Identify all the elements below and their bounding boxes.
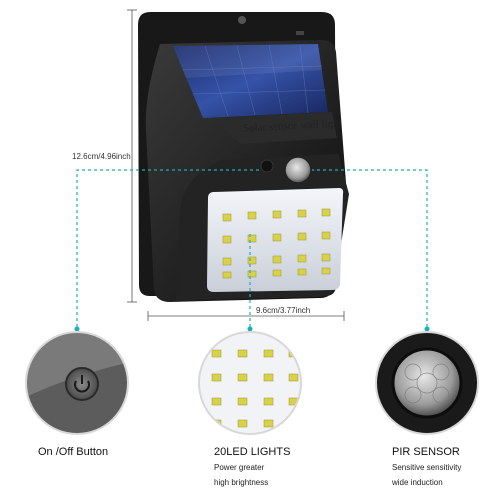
feature-line: high brightness [214, 478, 269, 487]
height-dimension-line [127, 9, 137, 303]
mount-hole [238, 16, 246, 24]
feature-button: On /Off Button [38, 446, 148, 458]
feature-pir: PIR SENSOR Sensitive sensitivity wide in… [392, 446, 500, 490]
pir-sensor-small [284, 156, 312, 184]
feature-line: wide induction [392, 478, 443, 487]
solar-panel [173, 44, 328, 118]
feature-line: Power greater [214, 463, 265, 472]
pir-detail-circle [375, 331, 479, 435]
feature-title: On /Off Button [38, 446, 109, 458]
led-detail-circle [198, 331, 302, 435]
led-grid [222, 208, 331, 279]
height-dimension-label: 12.6cm/4.96inch [72, 152, 131, 161]
button-detail-circle [25, 331, 129, 435]
width-dimension-line [147, 311, 345, 321]
feature-title: 20LED LIGHTS [214, 446, 291, 458]
callout-lines [76, 169, 428, 327]
feature-title: PIR SENSOR [392, 446, 460, 458]
feature-line: Sensitive sensitivity [392, 463, 462, 472]
feature-leds: 20LED LIGHTS Power greater high brightne… [214, 446, 334, 490]
width-dimension-label: 9.6cm/3.77inch [256, 306, 311, 315]
